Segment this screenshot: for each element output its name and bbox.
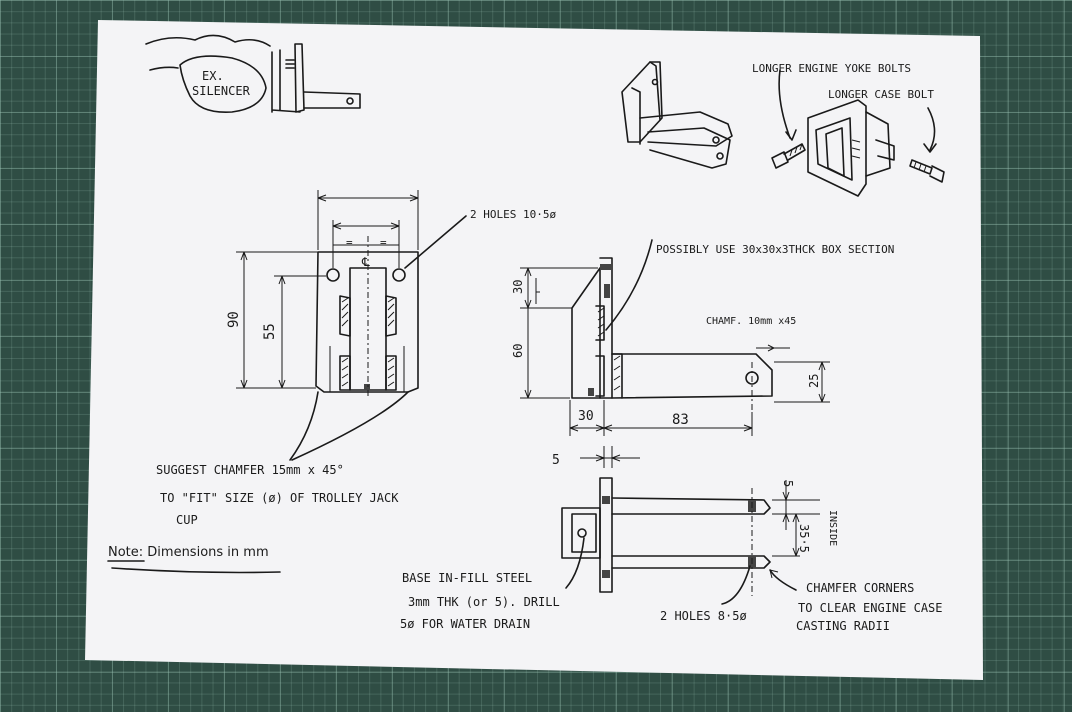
leader-top-holes: [404, 215, 467, 269]
label-silencer: SILENCER: [192, 84, 251, 98]
plan-view: 5 35·5 INSIDE: [561, 477, 838, 596]
dim-35-5: 35·5: [797, 524, 811, 553]
leader-chamfer-corners: [769, 569, 797, 591]
note-bottom-holes: 2 HOLES 8·5ø: [660, 609, 747, 623]
yoke-assembly-sketch: LONGER ENGINE YOKE BOLTS LONGER CASE BOL…: [752, 62, 945, 197]
dim-5-horizontal: 5: [552, 453, 560, 468]
leader-base-infill: [565, 537, 585, 589]
note-base-line2: 3mm THK (or 5). DRILL: [408, 595, 560, 609]
note-chamfer-line3: CUP: [176, 513, 198, 527]
label-ex: EX.: [202, 69, 224, 83]
leader-chamfer-corners-arrow: [769, 569, 779, 579]
label-case-bolt: LONGER CASE BOLT: [828, 88, 934, 101]
leader-bottom-holes: [721, 565, 751, 605]
note-corners-line2: TO CLEAR ENGINE CASE: [798, 601, 943, 615]
dim-25: 25: [807, 374, 821, 388]
bracket-3d-sketch: [621, 61, 733, 169]
dim-30-vertical: 30: [511, 280, 525, 294]
dim-equal-right: =: [380, 236, 387, 249]
dim-55: 55: [262, 323, 278, 340]
silencer-sketch: EX. SILENCER: [145, 34, 361, 113]
dim-equal-left: =: [346, 236, 353, 249]
label-box-section: POSSIBLY USE 30x30x3THCK BOX SECTION: [656, 243, 894, 256]
dim-60: 60: [511, 344, 525, 358]
note-chamfer-line2: TO "FIT" SIZE (ø) OF TROLLEY JACK: [160, 491, 399, 505]
leader-box-section: [605, 239, 653, 331]
leader-chamfer-right: [291, 391, 409, 461]
note-base-line1: BASE IN-FILL STEEL: [402, 571, 532, 585]
label-inside: INSIDE: [827, 510, 838, 546]
dim-30-horizontal: 30: [578, 409, 594, 424]
note-units-underline: [111, 567, 281, 574]
note-chamfer-line1: SUGGEST CHAMFER 15mm x 45°: [156, 463, 344, 477]
note-corners-line1: CHAMFER CORNERS: [806, 581, 914, 595]
dim-5-vertical: 5: [781, 480, 795, 487]
paper: [85, 20, 983, 680]
side-view: 30 60 30 83 25 5: [511, 257, 830, 468]
label-yoke-bolts: LONGER ENGINE YOKE BOLTS: [752, 62, 911, 75]
centreline-symbol: ℄: [361, 255, 370, 269]
dim-83: 83: [672, 412, 689, 428]
leader-chamfer-left: [289, 391, 319, 461]
note-units: Note: Dimensions in mm: [108, 545, 269, 560]
note-corners-line3: CASTING RADII: [796, 619, 890, 633]
note-base-line3: 5ø FOR WATER DRAIN: [400, 617, 530, 631]
label-chamfer-small: CHAMF. 10mm x45: [706, 316, 796, 327]
label-top-holes: 2 HOLES 10·5ø: [470, 208, 556, 221]
dim-90: 90: [226, 311, 242, 328]
